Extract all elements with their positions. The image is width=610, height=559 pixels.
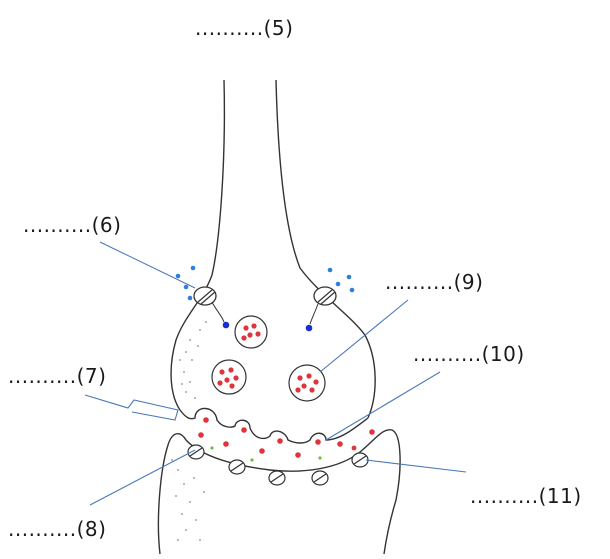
synaptic-vesicle	[235, 316, 267, 348]
label-9: ..........(9)	[385, 270, 483, 294]
label-10: ..........(10)	[413, 342, 525, 366]
label-6: ..........(6)	[23, 213, 121, 237]
presynaptic-membrane	[171, 80, 224, 410]
stipple-texture	[171, 321, 207, 541]
presynaptic-active-zone	[180, 408, 368, 443]
calcium-channel-right	[306, 268, 355, 332]
label-8: ..........(8)	[8, 517, 106, 541]
neurotransmitter-molecules	[198, 417, 375, 470]
label-5: ..........(5)	[195, 16, 293, 40]
label-11: ..........(11)	[470, 484, 582, 508]
synaptic-vesicle	[289, 365, 325, 401]
synaptic-vesicle	[212, 360, 246, 394]
enzyme-molecules	[210, 446, 321, 461]
postsynaptic-receptors	[188, 445, 368, 485]
label-7: ..........(7)	[8, 364, 106, 388]
calcium-channel-left	[176, 266, 230, 329]
